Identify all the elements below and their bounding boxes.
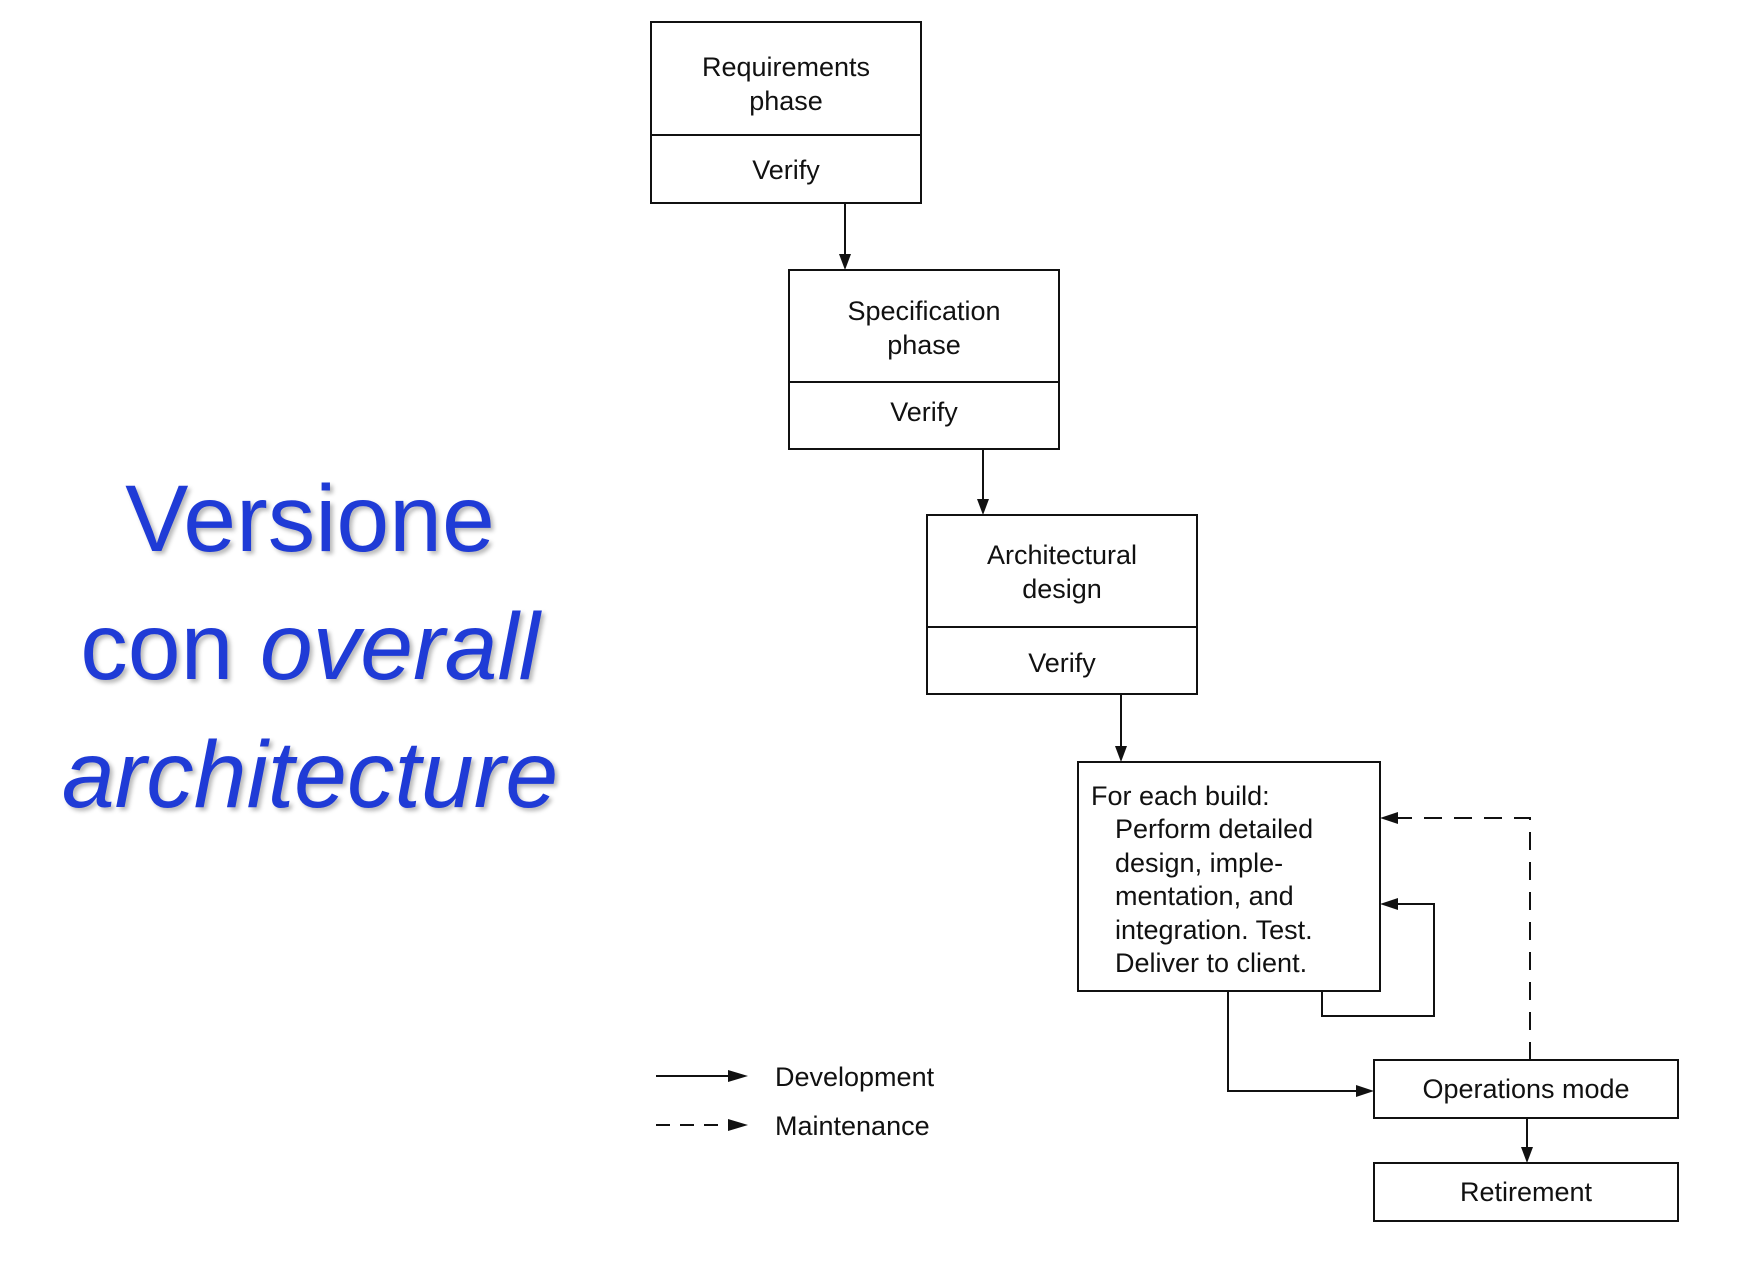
build-line-3: design, imple- xyxy=(1115,848,1283,878)
arrowhead-build-loop xyxy=(1380,898,1398,910)
legend: Development Maintenance xyxy=(656,1062,935,1141)
requirements-phase-box: Requirements phase Verify xyxy=(650,21,922,204)
requirements-phase-rect xyxy=(650,21,922,204)
title-line-2-normal: con xyxy=(80,594,260,700)
build-line-1: For each build: xyxy=(1091,781,1270,811)
requirements-verify-label: Verify xyxy=(752,155,820,185)
specification-verify-label: Verify xyxy=(890,397,958,427)
development-arrows xyxy=(839,203,1533,1163)
build-line-5: integration. Test. xyxy=(1115,915,1313,945)
maintenance-arrow xyxy=(1380,812,1531,1060)
slide-title: Versione con overall architecture xyxy=(20,455,600,839)
architectural-label-line2: design xyxy=(1022,574,1102,604)
legend-maintenance-arrowhead xyxy=(728,1119,748,1131)
arrow-operations-to-build xyxy=(1396,817,1531,1060)
architectural-design-box: Architectural design Verify xyxy=(926,514,1198,695)
legend-development-label: Development xyxy=(775,1062,935,1092)
build-line-6: Deliver to client. xyxy=(1115,948,1307,978)
arrowhead-req-to-spec xyxy=(839,254,851,270)
title-line-1: Versione xyxy=(125,466,495,572)
title-line-3: architecture xyxy=(61,722,559,828)
build-line-4: mentation, and xyxy=(1115,881,1294,911)
architectural-label-line1: Architectural xyxy=(987,540,1137,570)
retirement-label: Retirement xyxy=(1460,1177,1593,1207)
title-line-2-italic: overall xyxy=(259,594,540,700)
specification-phase-rect xyxy=(788,269,1060,450)
operations-mode-box: Operations mode xyxy=(1373,1059,1679,1119)
legend-development-arrowhead xyxy=(728,1070,748,1082)
legend-maintenance-label: Maintenance xyxy=(775,1111,930,1141)
arrow-build-to-operations xyxy=(1227,991,1360,1092)
retirement-box: Retirement xyxy=(1373,1162,1679,1222)
retirement-rect xyxy=(1373,1162,1679,1222)
requirements-label-line1: Requirements xyxy=(702,52,870,82)
specification-label-line1: Specification xyxy=(847,296,1000,326)
arrowhead-arch-to-build xyxy=(1115,746,1127,762)
requirements-label-line2: phase xyxy=(749,86,823,116)
build-box: For each build: Perform detailed design,… xyxy=(1077,761,1381,992)
title-line-2: con overall xyxy=(20,583,600,711)
arrowhead-spec-to-arch xyxy=(977,499,989,515)
arrowhead-operations-to-build xyxy=(1380,812,1398,824)
specification-label-line2: phase xyxy=(887,330,961,360)
build-line-2: Perform detailed xyxy=(1115,814,1313,844)
arrowhead-build-to-operations xyxy=(1356,1085,1374,1097)
architectural-verify-label: Verify xyxy=(1028,648,1096,678)
operations-mode-label: Operations mode xyxy=(1422,1074,1629,1104)
architectural-design-rect xyxy=(926,514,1198,695)
specification-phase-box: Specification phase Verify xyxy=(788,269,1060,450)
arrow-build-loop xyxy=(1321,903,1435,1017)
arrowhead-operations-to-retirement xyxy=(1521,1147,1533,1163)
build-rect xyxy=(1077,761,1381,992)
